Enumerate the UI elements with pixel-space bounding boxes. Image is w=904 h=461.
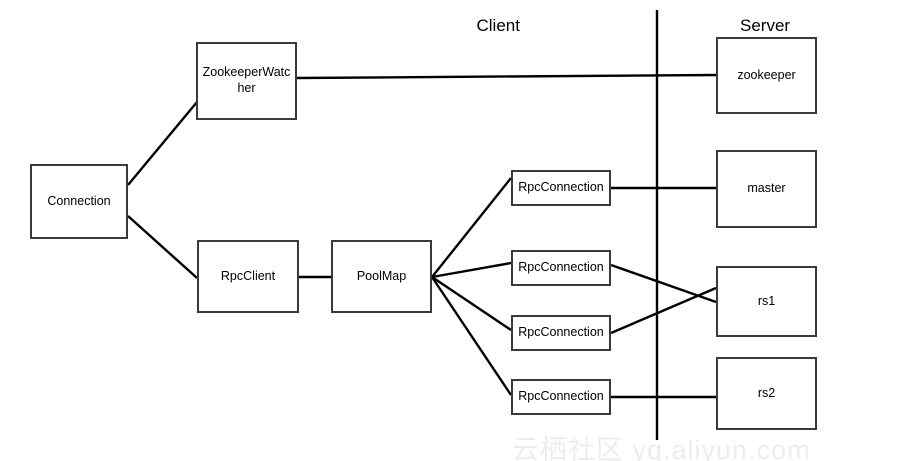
node-label-rs1: rs1 <box>757 293 776 308</box>
node-rs2[interactable]: rs2 <box>716 357 817 430</box>
node-label-rpcconnection4: RpcConnection <box>518 389 604 404</box>
node-label-poolmap: PoolMap <box>356 268 407 283</box>
edge-poolmap-to-rpcconnection2 <box>431 261 512 279</box>
node-label-rpcconnection3: RpcConnection <box>518 325 604 340</box>
node-poolmap[interactable]: PoolMap <box>331 240 432 313</box>
node-label-master: master <box>747 181 786 196</box>
node-label-rs2: rs2 <box>757 385 776 400</box>
node-rpcconnection3[interactable]: RpcConnection <box>511 315 611 351</box>
edge-zookeeperwatcher-to-zookeeper <box>296 73 717 80</box>
node-label-rpcclient: RpcClient <box>220 268 276 283</box>
watermark-text: 云栖社区 yq.aliyun.com <box>512 435 811 461</box>
node-label-rpcconnection1: RpcConnection <box>518 180 604 195</box>
zone-label-server: Server <box>740 16 790 36</box>
edge-connection-to-zookeeperwatcher <box>127 101 198 186</box>
node-zookeeperwatcher[interactable]: ZookeeperWatcher <box>196 42 297 120</box>
node-label-connection: Connection <box>47 193 111 208</box>
node-rs1[interactable]: rs1 <box>716 266 817 337</box>
node-connection[interactable]: Connection <box>30 164 128 239</box>
node-master[interactable]: master <box>716 150 817 228</box>
edge-poolmap-to-rpcconnection1 <box>431 177 512 278</box>
node-label-zookeeper: zookeeper <box>737 67 796 82</box>
edge-rpcconnection2-to-rs1 <box>610 263 717 304</box>
node-zookeeper[interactable]: zookeeper <box>716 37 817 114</box>
zone-label-server-text: Server <box>740 16 791 35</box>
zone-label-client-text: Client <box>476 16 520 35</box>
edge-rpcconnection3-to-rs1 <box>610 286 717 335</box>
edge-connection-to-rpcclient <box>127 215 198 279</box>
node-rpcconnection4[interactable]: RpcConnection <box>511 379 611 415</box>
edge-poolmap-to-rpcconnection4 <box>431 276 512 396</box>
node-rpcclient[interactable]: RpcClient <box>197 240 299 313</box>
zone-label-client: Client <box>477 16 520 36</box>
node-label-zookeeperwatcher: ZookeeperWatcher <box>202 65 291 95</box>
edge-group <box>127 73 717 399</box>
node-rpcconnection1[interactable]: RpcConnection <box>511 170 611 206</box>
node-label-rpcconnection2: RpcConnection <box>518 260 604 275</box>
node-rpcconnection2[interactable]: RpcConnection <box>511 250 611 286</box>
edge-poolmap-to-rpcconnection3 <box>431 276 512 331</box>
